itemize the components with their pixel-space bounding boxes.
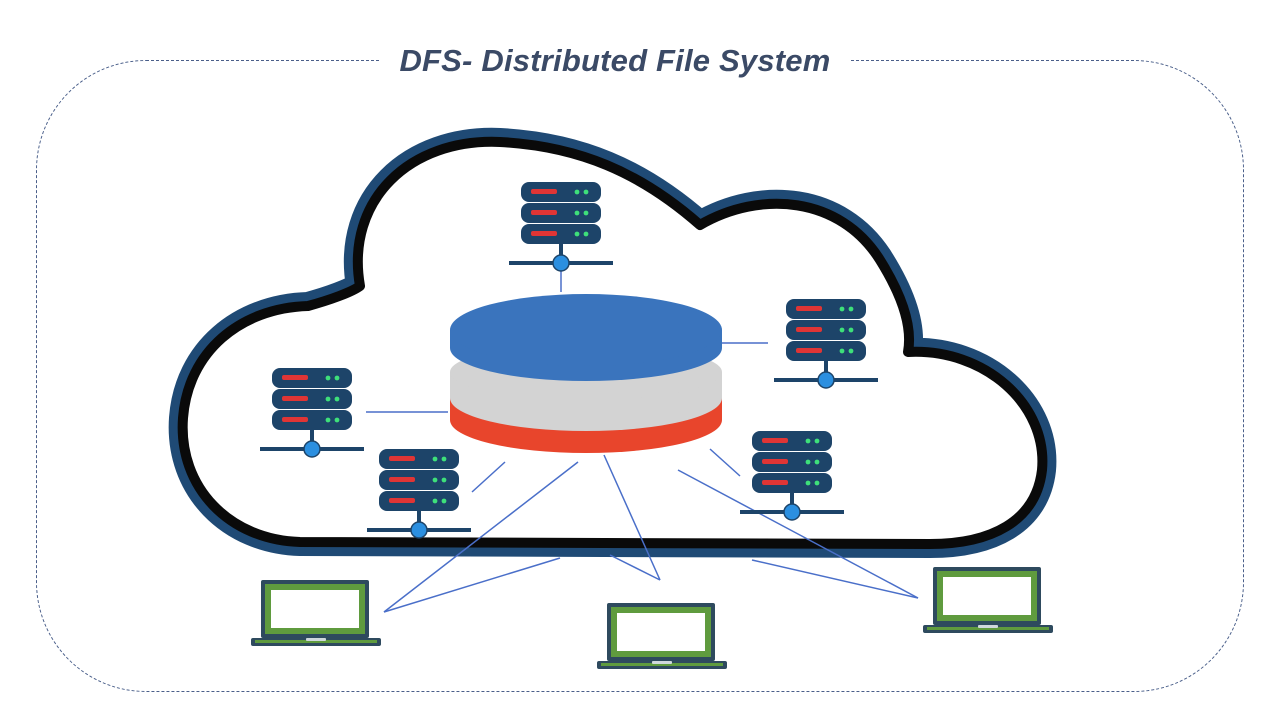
connector-lines	[366, 268, 919, 613]
laptop-icon-left	[251, 580, 381, 646]
laptop-icon-center	[597, 603, 727, 669]
laptop-icon-right	[923, 567, 1053, 633]
diagram-title: DFS- Distributed File System	[380, 38, 850, 84]
database-icon	[450, 294, 722, 453]
